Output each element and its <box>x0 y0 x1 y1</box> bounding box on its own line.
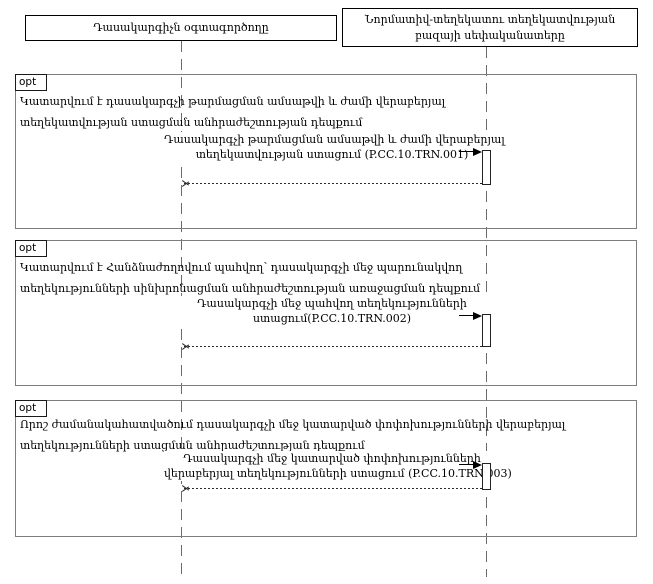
opt-operator-label: opt <box>15 74 47 91</box>
filled-arrowhead-icon <box>473 148 482 156</box>
activation-bar-3 <box>482 463 491 490</box>
message-label-1: Դասակարգչի թարմացման ամսաթվի և ժամի վերա… <box>164 132 505 162</box>
actor-box-classifier-user: Դասակարգիչն օգտագործողը <box>25 15 337 41</box>
message-label-3: Դասակարգչի մեջ կատարված փոփոխությունների… <box>164 451 512 481</box>
guard-condition-2: Կատարվում է Հանձնաժողովում պահվող՝ դասակ… <box>20 261 481 295</box>
opt-operator-label: opt <box>15 240 47 257</box>
guard-condition-1: Կատարվում է դասակարգչի թարմացման ամսաթվի… <box>20 95 446 129</box>
filled-arrowhead-icon <box>473 461 482 469</box>
opt-operator-label: opt <box>15 400 47 417</box>
activation-bar-1 <box>482 150 491 185</box>
filled-arrowhead-icon <box>473 312 482 320</box>
actor-label: Դասակարգիչն օգտագործողը <box>93 21 269 34</box>
opt-fragment-3: opt <box>15 400 637 537</box>
opt-fragment-2: opt <box>15 240 637 386</box>
opt-fragment-1: opt <box>15 74 637 229</box>
message-label-2: Դասակարգչի մեջ պահվող տեղեկությունների ս… <box>164 296 500 326</box>
actor-box-db-owner: Նորմատիվ-տեղեկատու տեղեկատվության բազայի… <box>342 8 638 47</box>
actor-label: Նորմատիվ-տեղեկատու տեղեկատվության բազայի… <box>364 12 616 42</box>
guard-condition-3: Որոշ ժամանակահատվածում դասակարգչի մեջ կա… <box>20 418 566 452</box>
activation-bar-2 <box>482 314 491 347</box>
